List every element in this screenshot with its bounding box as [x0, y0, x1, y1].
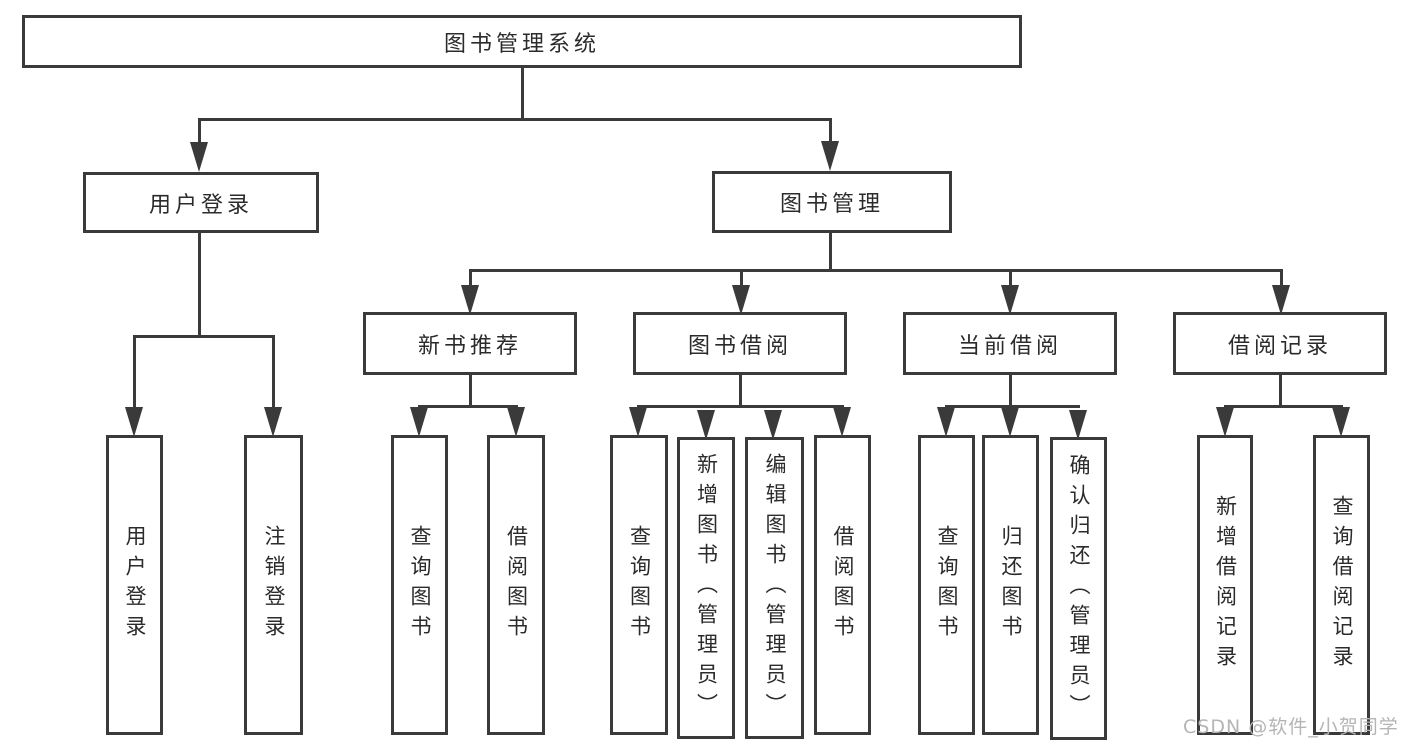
node-user-login-group: 用户登录: [83, 172, 319, 233]
leaf-bookborrow-query: 查询图书: [610, 435, 668, 735]
connector-stem: [198, 120, 201, 146]
node-borrow-record: 借阅记录: [1173, 312, 1387, 375]
connector-newbook-stem: [469, 374, 472, 407]
arrow-down-icon: [1001, 285, 1019, 315]
arrow-down-icon: [410, 407, 428, 437]
connector-stem: [740, 271, 743, 287]
node-current-borrow: 当前借阅: [903, 312, 1117, 375]
leaf-currentborrow-return: 归还图书: [982, 435, 1039, 735]
connector-newbook-fork: [418, 405, 518, 408]
connector-stem: [829, 120, 832, 146]
arrow-down-icon: [732, 285, 750, 315]
arrow-down-icon: [1069, 410, 1087, 440]
arrow-down-icon: [461, 285, 479, 315]
leaf-user-login: 用户登录: [106, 435, 163, 735]
connector-stem: [1280, 271, 1283, 287]
node-book-mgmt: 图书管理: [712, 171, 952, 233]
arrow-down-icon: [125, 407, 143, 437]
leaf-currentborrow-query: 查询图书: [918, 435, 975, 735]
node-new-book-rec: 新书推荐: [363, 312, 577, 375]
arrow-down-icon: [1332, 407, 1350, 437]
connector-userlogin-fork: [133, 335, 275, 338]
leaf-logout: 注销登录: [244, 435, 303, 735]
connector-bookmgmt-fork: [469, 269, 1283, 272]
node-root: 图书管理系统: [22, 15, 1022, 68]
connector-stem: [1009, 271, 1012, 287]
connector-stem: [469, 271, 472, 287]
connector-stem: [272, 337, 275, 409]
arrow-down-icon: [264, 407, 282, 437]
connector-bookborrow-stem: [739, 374, 742, 407]
leaf-record-query: 查询借阅记录: [1313, 435, 1370, 735]
leaf-bookborrow-edit-admin: 编辑图书（管理员）: [745, 437, 804, 739]
arrow-down-icon: [1216, 407, 1234, 437]
connector-level1-fork: [198, 118, 832, 121]
connector-currentborrow-fork: [945, 405, 1080, 408]
connector-record-fork: [1224, 405, 1343, 408]
leaf-newbook-borrow: 借阅图书: [487, 435, 545, 735]
node-book-borrow: 图书借阅: [633, 312, 847, 375]
connector-root-stem: [521, 68, 524, 120]
arrow-down-icon: [764, 410, 782, 440]
leaf-currentborrow-confirm-admin: 确认归还（管理员）: [1050, 437, 1107, 740]
leaf-newbook-query: 查询图书: [391, 435, 448, 735]
connector-bookmgmt-stem: [829, 232, 832, 272]
connector-userlogin-stem: [198, 233, 201, 337]
arrow-down-icon: [507, 407, 525, 437]
arrow-down-icon: [629, 407, 647, 437]
connector-record-stem: [1279, 374, 1282, 407]
connector-bookborrow-fork: [637, 405, 844, 408]
arrow-down-icon: [937, 407, 955, 437]
arrow-down-icon: [1272, 285, 1290, 315]
connector-currentborrow-stem: [1009, 374, 1012, 407]
arrow-down-icon: [1001, 407, 1019, 437]
connector-stem: [133, 337, 136, 409]
arrow-down-icon: [821, 141, 839, 171]
arrow-down-icon: [190, 142, 208, 172]
watermark: CSDN @软件_小贺同学: [1183, 716, 1399, 738]
leaf-bookborrow-add-admin: 新增图书（管理员）: [677, 437, 735, 739]
arrow-down-icon: [697, 410, 715, 440]
leaf-record-add: 新增借阅记录: [1197, 435, 1253, 735]
arrow-down-icon: [833, 407, 851, 437]
leaf-bookborrow-borrow: 借阅图书: [814, 435, 871, 735]
